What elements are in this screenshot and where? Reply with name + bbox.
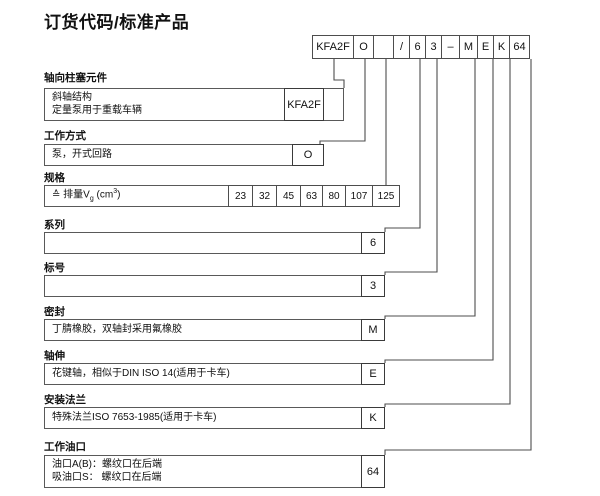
code-box-series: 6 <box>361 232 385 254</box>
desc-box-working-port: 油口A(B)：螺纹口在后端 吸油口S： 螺纹口在后端 <box>44 455 385 488</box>
page-title: 订货代码/标准产品 <box>44 13 190 32</box>
code-box-sealing: M <box>361 319 385 341</box>
code-cell-working-port: 64 <box>509 35 530 59</box>
desc-box-operating-mode: 泵，开式回路 <box>44 144 324 166</box>
code-cell-sealing: M <box>459 35 478 59</box>
desc-box-series <box>44 232 385 254</box>
desc-box-size: ≙ 排量Vg (cm3) <box>44 185 230 207</box>
code-cell-shaft-end: E <box>477 35 494 59</box>
code-box-index: 3 <box>361 275 385 297</box>
code-box-mounting-flange: K <box>361 407 385 429</box>
section-label-index: 标号 <box>44 262 65 274</box>
desc-text-sealing: 丁腈橡胶，双轴封采用氟橡胶 <box>52 323 182 335</box>
desc-text-shaft-end: 花键轴，相似于DIN ISO 14(适用于卡车) <box>52 367 230 379</box>
code-box-shaft-end: E <box>361 363 385 385</box>
desc-box-mounting-flange: 特殊法兰ISO 7653-1985(适用于卡车) <box>44 407 385 429</box>
code-box-operating-mode: O <box>292 144 324 166</box>
desc-text-mounting-flange: 特殊法兰ISO 7653-1985(适用于卡车) <box>52 411 217 423</box>
section-label-size: 规格 <box>44 172 65 184</box>
desc-box-shaft-end: 花键轴，相似于DIN ISO 14(适用于卡车) <box>44 363 385 385</box>
desc-text-axial-piston-unit: 斜轴结构 定量泵用于重载车辆 <box>52 92 142 116</box>
size-value-row: 23 32 45 63 80 107 125 <box>228 185 400 207</box>
code-cell-dash: – <box>441 35 460 59</box>
desc-text-working-port: 油口A(B)：螺纹口在后端 吸油口S： 螺纹口在后端 <box>52 459 162 483</box>
code-cell-series: 6 <box>409 35 426 59</box>
section-label-axial-piston-unit: 轴向柱塞元件 <box>44 72 107 84</box>
section-label-series: 系列 <box>44 219 65 231</box>
section-label-operating-mode: 工作方式 <box>44 130 86 142</box>
desc-box-sealing: 丁腈橡胶，双轴封采用氟橡胶 <box>44 319 385 341</box>
section-label-shaft-end: 轴伸 <box>44 350 65 362</box>
section-label-mounting-flange: 安装法兰 <box>44 394 86 406</box>
code-box-axial-piston-unit: KFA2F <box>284 88 324 121</box>
code-cell-slash: / <box>393 35 410 59</box>
desc-text-operating-mode: 泵，开式回路 <box>52 148 112 160</box>
code-cell-size <box>373 35 394 59</box>
code-cell-axial-piston-unit: KFA2F <box>312 35 354 59</box>
size-cell: 63 <box>300 185 323 207</box>
desc-text-size: ≙ 排量Vg (cm3) <box>52 188 121 203</box>
desc-box-index <box>44 275 385 297</box>
section-label-working-port: 工作油口 <box>44 441 86 453</box>
size-cell: 80 <box>322 185 346 207</box>
code-cell-operating-mode: O <box>353 35 374 59</box>
code-box-working-port: 64 <box>361 455 385 488</box>
code-cell-mounting-flange: K <box>493 35 510 59</box>
order-code-string: KFA2F O / 6 3 – M E K 64 <box>312 35 530 59</box>
size-cell: 32 <box>252 185 277 207</box>
section-label-sealing: 密封 <box>44 306 65 318</box>
size-cell: 45 <box>276 185 301 207</box>
size-cell: 125 <box>372 185 400 207</box>
size-cell: 107 <box>345 185 373 207</box>
code-cell-index: 3 <box>425 35 442 59</box>
size-cell: 23 <box>228 185 253 207</box>
